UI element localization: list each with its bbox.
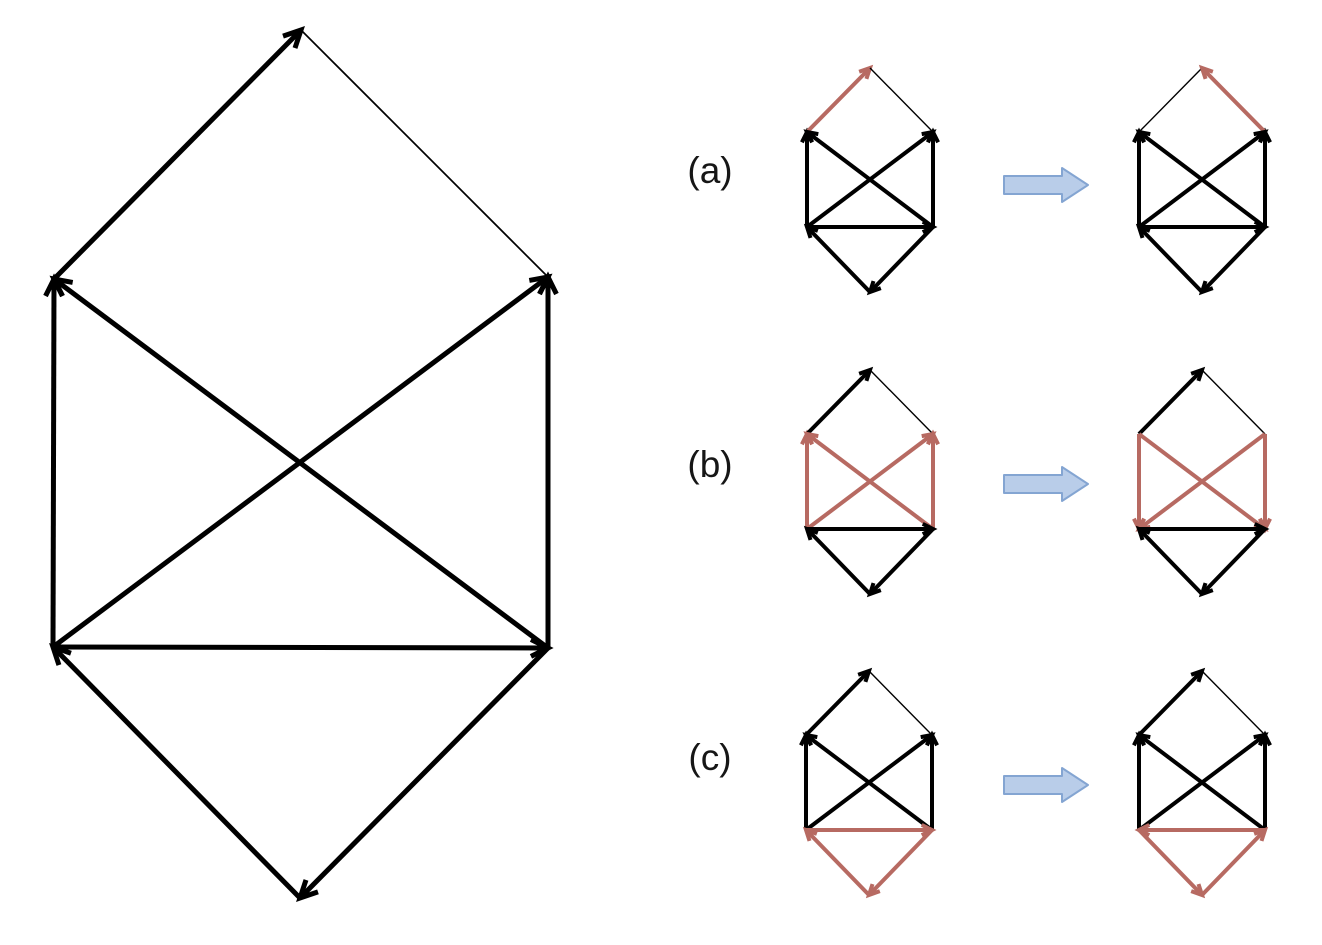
graph-edge	[1200, 828, 1267, 897]
row-c-right-graph	[1132, 667, 1272, 899]
graph-edge	[1137, 130, 1267, 229]
graph-edge	[1137, 733, 1267, 832]
graph-edge	[1137, 225, 1204, 294]
edge-arrowhead-icon	[802, 826, 818, 842]
edge-arrowhead-icon	[49, 642, 72, 666]
edge-arrowhead-icon	[920, 732, 936, 747]
edge-arrowhead-icon	[921, 129, 937, 144]
main-graph	[43, 26, 559, 902]
row-label-c: (c)	[688, 737, 732, 778]
graph-edge	[1137, 368, 1204, 436]
graph-edge	[805, 66, 872, 134]
graph-edge	[1201, 369, 1266, 435]
edge-arrowhead-icon	[1135, 732, 1151, 747]
row-c-left-graph	[799, 667, 939, 899]
graph-edge	[805, 130, 935, 229]
graph-edge	[1137, 828, 1204, 897]
edge-arrowhead-icon	[1190, 883, 1206, 899]
row-label-b: (b)	[687, 444, 733, 485]
graph-edge	[298, 646, 550, 900]
graph-edge	[1200, 225, 1267, 294]
graph-edge	[1201, 670, 1266, 736]
graph-edge	[51, 274, 550, 650]
edge-arrowhead-icon	[1135, 525, 1151, 541]
graph-edge	[869, 67, 934, 133]
edge-arrowhead-icon	[1253, 129, 1269, 144]
graph-edge	[804, 669, 871, 737]
graph-edge	[868, 670, 933, 736]
graph-edge	[804, 733, 934, 832]
graph-edge	[805, 527, 872, 596]
edge-arrowhead-icon	[921, 431, 937, 446]
graph-edge	[804, 828, 871, 897]
graph-edge	[867, 828, 934, 897]
row-a-right-graph	[1132, 64, 1272, 296]
graph-edge	[1137, 432, 1267, 531]
edge-arrowhead-icon	[803, 223, 819, 239]
flip-arrow-icon	[1003, 167, 1089, 203]
graph-edge	[1137, 669, 1204, 737]
edge-arrowhead-icon	[802, 732, 818, 747]
edge-arrowhead-icon	[1135, 129, 1151, 144]
graph-edge	[50, 278, 57, 648]
graph-edge	[52, 28, 303, 281]
graph-edge	[868, 225, 935, 294]
graph-edge	[868, 527, 935, 596]
edge-arrowhead-icon	[803, 525, 819, 541]
edge-arrowhead-icon	[1135, 223, 1151, 239]
edge-arrowhead-icon	[49, 275, 74, 298]
flip-arrow-icon	[1003, 767, 1089, 803]
row-a-left-graph	[800, 64, 940, 296]
edge-arrowhead-icon	[803, 129, 819, 144]
graph-edge	[1138, 67, 1203, 133]
edge-arrowhead-icon	[803, 431, 819, 446]
graph-edge	[1137, 527, 1204, 596]
edge-arrowhead-icon	[1198, 64, 1214, 80]
graph-edge	[805, 432, 935, 531]
graph-edge	[1200, 66, 1267, 134]
graph-edge	[300, 29, 549, 278]
graph-edge	[51, 645, 302, 900]
row-b-left-graph	[800, 366, 940, 598]
graph-edge	[52, 644, 549, 651]
row-b-right-graph	[1132, 366, 1272, 598]
graph-edge	[869, 369, 934, 435]
edge-arrowhead-icon	[528, 273, 553, 296]
flip-arrow-icons	[1003, 167, 1089, 803]
graph-edge	[1200, 527, 1267, 596]
flip-arrow-icon	[1003, 466, 1089, 502]
edge-arrowhead-icon	[1253, 826, 1269, 842]
graph-edge	[805, 368, 872, 436]
row-label-a: (a)	[687, 150, 733, 191]
graph-edge	[805, 225, 872, 294]
edge-arrowhead-icon	[1253, 732, 1269, 747]
